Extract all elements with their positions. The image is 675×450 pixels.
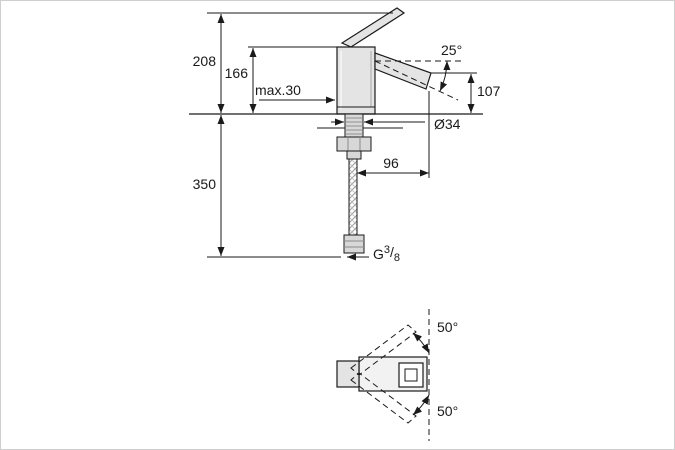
dim-swing-up-label: 50° [437, 319, 458, 335]
dim-hole-diameter: Ø34 [331, 116, 461, 132]
plan-view: 50° 50° [336, 309, 458, 441]
side-view: 208 166 max.30 25° 107 Ø34 [189, 7, 501, 264]
dim-deck-thickness: max.30 [255, 82, 335, 104]
dim-spout-reach: 96 [357, 155, 429, 177]
thread-size-label: G3/8 [373, 244, 400, 264]
plan-handle [336, 360, 360, 388]
threaded-shank [344, 113, 364, 138]
supply-hose [348, 158, 358, 236]
hose-connector-top [346, 150, 362, 160]
dim-spout-outlet-height: 107 [467, 74, 501, 113]
faucet-spout [374, 52, 432, 90]
swing-down-arc [412, 394, 430, 416]
dim-hose-length: 350 [193, 115, 225, 256]
swing-up-arc [412, 332, 430, 354]
dim-total-height: 208 [193, 13, 225, 113]
dim-deck-thickness-label: max.30 [255, 82, 301, 98]
swing-up-outline [350, 324, 417, 376]
dim-spout-reach-label: 96 [383, 155, 399, 171]
dim-hose-length-label: 350 [193, 176, 217, 192]
faucet-body [336, 46, 376, 115]
shank-nut [336, 136, 372, 152]
dim-hole-diameter-label: Ø34 [434, 116, 461, 132]
plan-spout-outline [398, 362, 424, 388]
dim-spout-outlet-height-label: 107 [477, 83, 501, 99]
dim-body-height-label: 166 [225, 65, 249, 81]
dim-swing-down-label: 50° [437, 403, 458, 419]
swing-down-outline [350, 372, 417, 424]
dim-spout-angle-label: 25° [441, 42, 462, 58]
hose-end-fitting [343, 234, 365, 254]
dim-body-height: 166 [225, 48, 257, 113]
dim-thread-size: G3/8 [347, 244, 400, 264]
dim-spout-angle: 25° [374, 42, 465, 101]
plan-spout-inner [404, 368, 418, 382]
dim-total-height-label: 208 [193, 53, 217, 69]
faucet-lever [340, 7, 406, 48]
